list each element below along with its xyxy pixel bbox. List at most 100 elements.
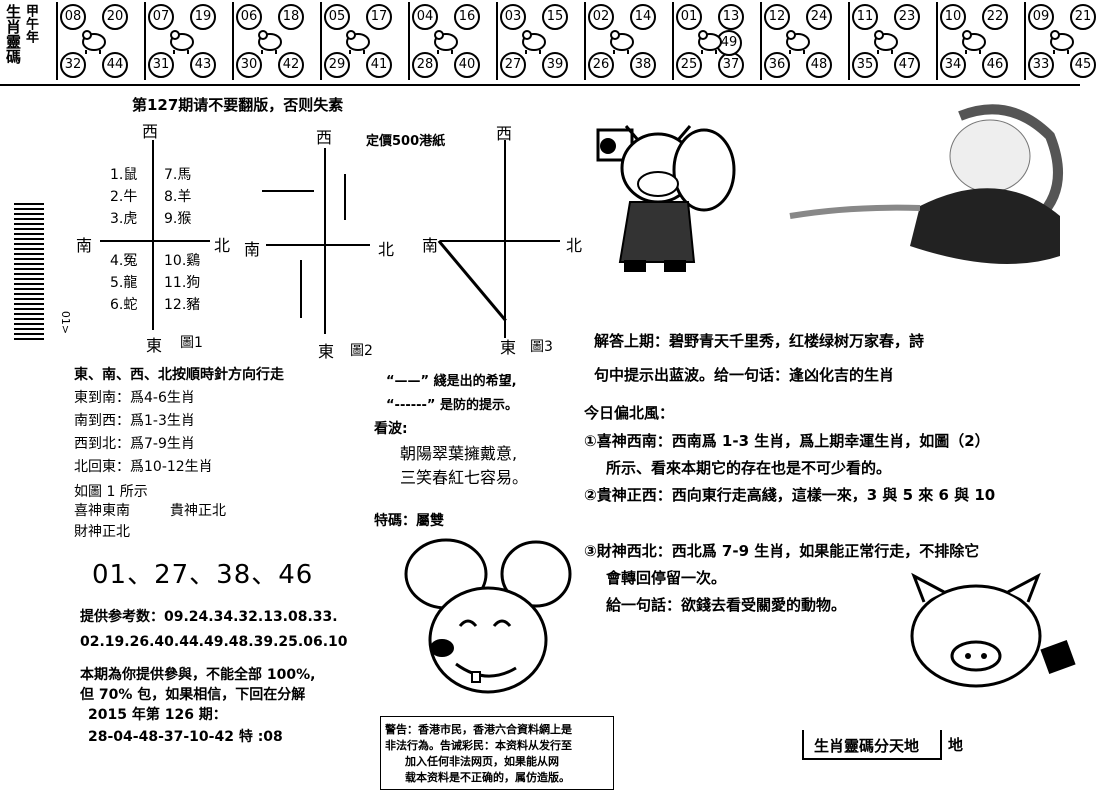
zodiac-number: 37 [718,52,744,78]
zodiac-number: 39 [542,52,568,78]
notice: 第127期请不要翻版，否则失素 [132,96,344,114]
rules-intro: 東、南、西、北按順時針方向行走 [74,367,284,383]
warning-1: 警告：香港市民，香港六合資料網上是 [385,723,572,736]
warning-2: 非法行為。告诫彩民：本资料从发行至 [385,739,572,752]
rule-caishen: 財神正北 [74,524,130,540]
zodiac-number: 08 [60,4,86,30]
zodiac-number: 19 [190,4,216,30]
fig2-north: 北 [378,240,395,259]
today-item2: ②貴神正西：西向東行走高綫，這樣一來，3 與 5 來 6 與 10 [584,486,996,504]
woman-photo-icon [789,104,1063,264]
fig2-west: 西 [316,128,333,147]
zodiac-number: 27 [500,52,526,78]
ox-icon [170,30,194,54]
price-label: 定價500港紙 [366,134,446,149]
zodiac-number: 23 [894,4,920,30]
zodiac-list-item: 10.鷄 [164,253,201,269]
fig2-east: 東 [318,342,335,361]
rabbit-icon [346,30,370,54]
monkey-icon [786,30,810,54]
fig3-caption: 圖3 [530,339,553,355]
ref-values-1: 09.24.34.32.13.08.33. [164,609,338,625]
barcode-icon [14,200,44,340]
zodiac-number: 25 [676,52,702,78]
look-label: 看波: [374,421,408,437]
footer-tail: 地 [948,736,964,754]
zodiac-number: 32 [60,52,86,78]
fig1-west: 西 [142,122,159,141]
zodiac-list-item: 9.猴 [164,211,192,227]
zodiac-list-item: 1.鼠 [110,167,138,183]
promise-2: 但 70% 包，如果相信，下回在分解 [80,687,306,703]
promise-3: 2015 年第 126 期： [88,707,227,723]
zodiac-number: 05 [324,4,350,30]
ref-values-2: 02.19.26.40.44.49.48.39.25.06.10 [80,634,348,650]
zodiac-number: 46 [982,52,1008,78]
zodiac-number: 15 [542,4,568,30]
rule-guishen: 貴神正北 [170,503,226,519]
ox-cartoon-icon [596,125,736,272]
zodiac-list-item: 4.冤 [110,253,138,269]
warning-box: 警告：香港市民，香港六合資料網上是 非法行為。告诫彩民：本资料从发行至 加入任何… [380,716,614,790]
goat-icon [698,30,722,54]
zodiac-number: 12 [764,4,790,30]
footer-brand-box: 生肖靈碼分天地 [802,730,942,760]
zodiac-number: 13 [718,4,744,30]
rule-north-east: 北回東：爲10-12生肖 [74,459,213,475]
zodiac-list-item: 3.虎 [110,211,138,227]
zodiac-number: 45 [1070,52,1096,78]
main-numbers: 01、27、38、46 [92,560,314,590]
zodiac-number: 22 [982,4,1008,30]
fig1-east: 東 [146,336,163,355]
zodiac-number: 28 [412,52,438,78]
zodiac-list-item: 7.馬 [164,167,192,183]
zodiac-number: 42 [278,52,304,78]
zodiac-number: 10 [940,4,966,30]
zodiac-number: 43 [190,52,216,78]
today-item3-a: ③財神西北：西北爲 7-9 生肖，如果能正常行走，不排除它 [584,542,980,560]
look-poem-2: 三笑春紅七容易。 [400,468,529,487]
fig3-north: 北 [566,236,583,255]
pig-icon [1050,30,1074,54]
zodiac-number: 33 [1028,52,1054,78]
fig3-west: 西 [496,124,513,143]
zodiac-list-item: 5.龍 [110,275,138,291]
today-item3-c: 給一句話：欲錢去看受關愛的動物。 [606,596,847,614]
zodiac-list-item: 11.狗 [164,275,201,291]
side-code: 01> [59,310,73,335]
zodiac-number: 09 [1028,4,1054,30]
snake-icon [522,30,546,54]
zodiac-number: 06 [236,4,262,30]
dragon-icon [434,30,458,54]
footer-brand: 生肖靈碼分天地 [814,737,920,755]
zodiac-number: 41 [366,52,392,78]
zodiac-number: 26 [588,52,614,78]
fig2-south: 南 [244,240,261,259]
answer-line-1: 解答上期：碧野青天千里秀，红楼绿树万家春，詩 [594,332,925,350]
zodiac-number: 48 [806,52,832,78]
fig2-caption: 圖2 [350,343,373,359]
rule-fig-note: 如圖 1 所示 [74,484,148,500]
today-title: 今日偏北風： [584,404,675,422]
rule-east-south: 東到南：爲4-6生肖 [74,390,195,406]
last-result: 28-04-48-37-10-42 特 :08 [88,729,283,745]
zodiac-list-item: 2.牛 [110,189,138,205]
horse-icon [610,30,634,54]
special-code: 特碼：屬雙 [374,513,444,529]
promise-1: 本期為你提供參與，不能全部 100%, [80,667,316,683]
pig-cartoon-icon [910,572,1076,688]
zodiac-number: 17 [366,4,392,30]
zodiac-list-item: 6.蛇 [110,297,138,313]
